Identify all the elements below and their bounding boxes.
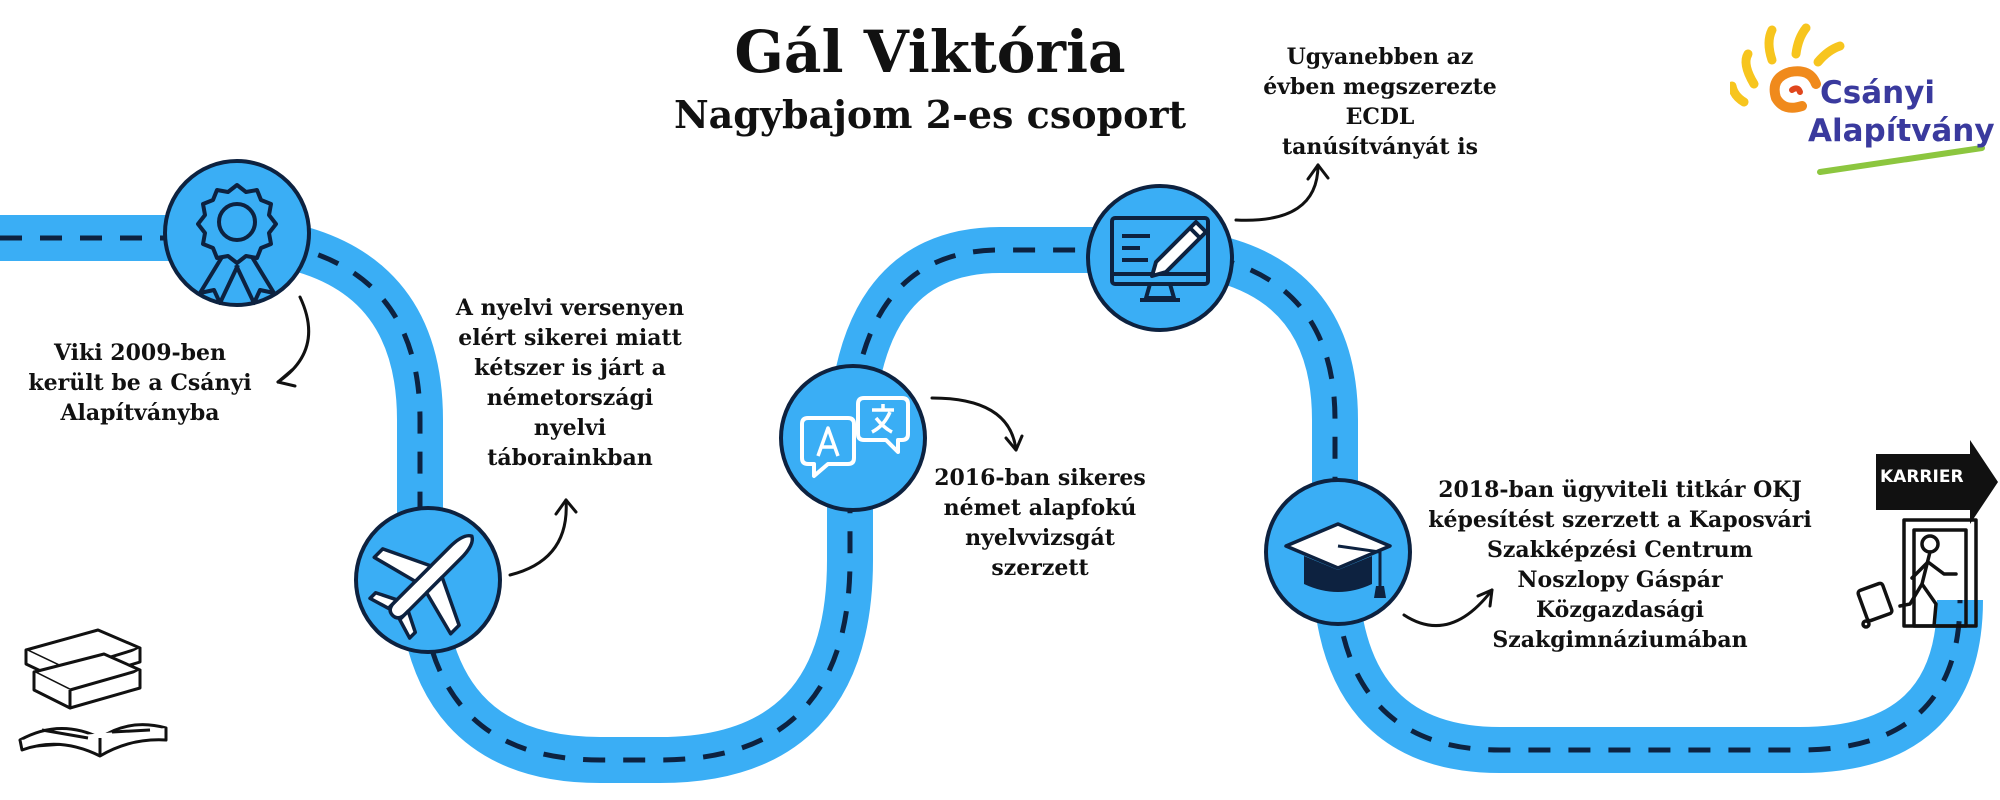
page-title: Gál Viktória: [734, 18, 1126, 86]
airplane-icon: [368, 533, 475, 640]
milestone-2-circle: [354, 506, 502, 654]
milestone-5-text: 2018-ban ügyviteli titkár OKJ képesítést…: [1428, 477, 1812, 653]
award-ribbon-icon: [196, 183, 278, 305]
logo-text-line1: Csányi: [1820, 75, 1936, 111]
karrier-sign: [1876, 440, 1998, 524]
arrow-1: [276, 295, 311, 384]
karrier-sign-label: KARRIER: [1880, 467, 1964, 487]
milestone-1-circle: [163, 159, 311, 307]
connector-arrows: [276, 163, 1494, 628]
page-subtitle: Nagybajom 2-es csoport: [673, 92, 1187, 137]
milestone-3-circle: [779, 364, 927, 512]
exit-door-icon: [1856, 518, 1978, 629]
milestone-4-circle: [1086, 184, 1234, 332]
logo-green-swoosh: [1817, 145, 1985, 175]
arrow-2: [508, 498, 568, 577]
books-icon: [18, 628, 168, 758]
logo-sun-icon: [1730, 23, 1845, 113]
arrow-4: [1234, 163, 1320, 222]
graduation-cap-icon: [1284, 522, 1392, 598]
milestone-1-text: Viki 2009-ben került be a Csányi Alapítv…: [28, 340, 252, 426]
computer-pencil-icon: [1110, 216, 1210, 302]
arrow-5: [1402, 588, 1494, 628]
milestone-3-text: 2016-ban sikeres német alapfokú nyelvviz…: [934, 465, 1146, 581]
arrow-3: [930, 396, 1018, 452]
milestone-4-text: Ugyanebben az évben megszerezte ECDL tan…: [1263, 44, 1497, 160]
milestone-2-text: A nyelvi versenyen elért sikerei miatt k…: [455, 295, 685, 471]
csanyi-logo: [1730, 23, 1985, 175]
logo-text-line2: Alapítvány: [1808, 113, 1995, 149]
milestone-5-circle: [1264, 478, 1412, 626]
translate-bubbles-icon: [800, 396, 910, 478]
